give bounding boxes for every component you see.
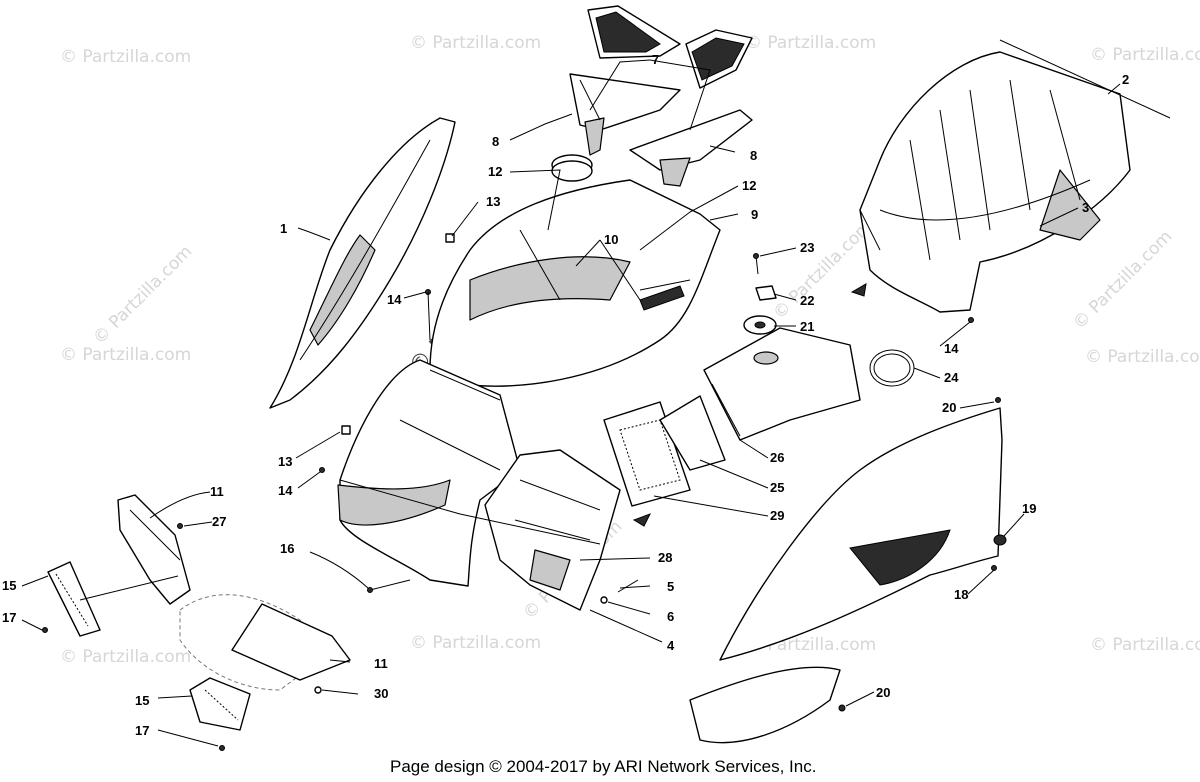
bracket-line [999,39,1171,119]
bolt-5[interactable] [617,579,639,593]
callout-13-lower: 13 [278,454,292,469]
grommet[interactable] [743,315,777,335]
callout-21: 21 [800,319,814,334]
air-intake-duct[interactable] [703,327,861,441]
watermark: © Partzilla.com [1069,227,1176,334]
screw-14-rear[interactable] [968,317,974,323]
screw-27[interactable] [177,523,183,529]
callout-24: 24 [944,370,959,385]
screw-17-lower[interactable] [219,745,225,751]
watermark: © Partzilla.com [60,47,191,67]
watermark: © Partzilla.com [1090,45,1200,65]
vent-cover-right[interactable] [685,29,753,89]
grille-15-upper[interactable] [47,561,101,637]
push-rivet[interactable] [993,534,1007,546]
front-bracket[interactable] [484,449,621,611]
watermark: © Partzilla.com [60,345,191,365]
screw-20-lower[interactable] [838,704,846,712]
rear-storage-tray[interactable] [859,51,1131,313]
vent-cover-upper[interactable] [587,5,681,59]
watermark: © Partzilla.com [769,217,876,324]
callout-labels: 1 2 3 4 5 6 7 8 8 9 10 11 11 12 12 13 13… [2,52,1129,738]
copyright-footer: Page design © 2004-2017 by ARI Network S… [390,757,816,776]
air-intake-frame[interactable] [659,395,726,471]
callout-6: 6 [667,609,674,624]
lower-fascia[interactable] [179,594,351,691]
watermark: © Partzilla.com [410,33,541,53]
washer-6[interactable] [600,596,608,604]
callout-27: 27 [212,514,226,529]
clip-13-upper[interactable] [445,233,455,243]
grille-15-lower[interactable] [189,677,251,731]
watermark: © Partzilla.com [60,647,191,667]
clip-13-lower[interactable] [341,425,351,435]
direction-arrow [632,513,652,527]
callout-29: 29 [770,508,784,523]
callout-12-left: 12 [488,164,502,179]
screw-14-upper[interactable] [425,289,431,341]
hood-upper[interactable] [429,179,721,387]
callout-14-rear: 14 [944,341,959,356]
bracket-line [859,209,881,251]
callout-23: 23 [800,240,814,255]
callout-8-right: 8 [750,148,757,163]
leader-lines [21,59,1121,747]
callout-9: 9 [751,207,758,222]
callout-16: 16 [280,541,294,556]
rubber-seal-left[interactable] [551,154,593,182]
callout-12-right: 12 [742,178,756,193]
side-panel-left[interactable] [269,117,456,409]
callout-19: 19 [1022,501,1036,516]
hose-clamp[interactable] [869,349,915,387]
callout-15-upper: 15 [2,578,16,593]
screw-18[interactable] [991,565,997,571]
callout-3: 3 [1082,200,1089,215]
callout-8-left: 8 [492,134,499,149]
callout-14-lower: 14 [278,483,293,498]
vent-duct-left[interactable] [569,73,681,156]
callout-20-lower: 20 [876,685,890,700]
side-panel-right[interactable] [689,407,1003,744]
callout-7: 7 [652,52,659,67]
callout-25: 25 [770,480,784,495]
screw-17-upper[interactable] [42,627,48,633]
callout-1-left: 1 [280,221,287,236]
callout-20-upper: 20 [942,400,956,415]
callout-30: 30 [374,686,388,701]
hood-front[interactable] [337,359,521,587]
callout-15-lower: 15 [135,693,149,708]
callout-17-upper: 17 [2,610,16,625]
watermark: © Partzilla.com [89,242,196,349]
callout-22: 22 [800,293,814,308]
deflector-11-upper[interactable] [117,494,191,605]
callout-17-lower: 17 [135,723,149,738]
callout-13-upper: 13 [486,194,500,209]
watermark: © Partzilla.com [745,33,876,53]
screw-30[interactable] [314,686,322,694]
callout-26: 26 [770,450,784,465]
watermark: © Partzilla.com [1085,347,1200,367]
callout-11-upper: 11 [210,484,224,499]
callout-14-upper: 14 [387,292,402,307]
callout-11-lower: 11 [374,656,388,671]
direction-arrow [850,283,867,297]
screw-14-lower[interactable] [319,467,325,473]
screw-23[interactable] [753,253,759,275]
bolt-16[interactable] [367,579,411,593]
callout-2: 2 [1122,72,1129,87]
watermark: © Partzilla.com [1090,635,1200,655]
callout-18: 18 [954,587,968,602]
watermark: © Partzilla.com [410,633,541,653]
callout-4: 4 [667,638,675,653]
callout-5: 5 [667,579,674,594]
screw-20-upper[interactable] [995,397,1001,403]
callout-28: 28 [658,550,672,565]
vent-duct-right[interactable] [629,109,753,187]
callout-10: 10 [604,232,618,247]
clip[interactable] [755,285,777,301]
